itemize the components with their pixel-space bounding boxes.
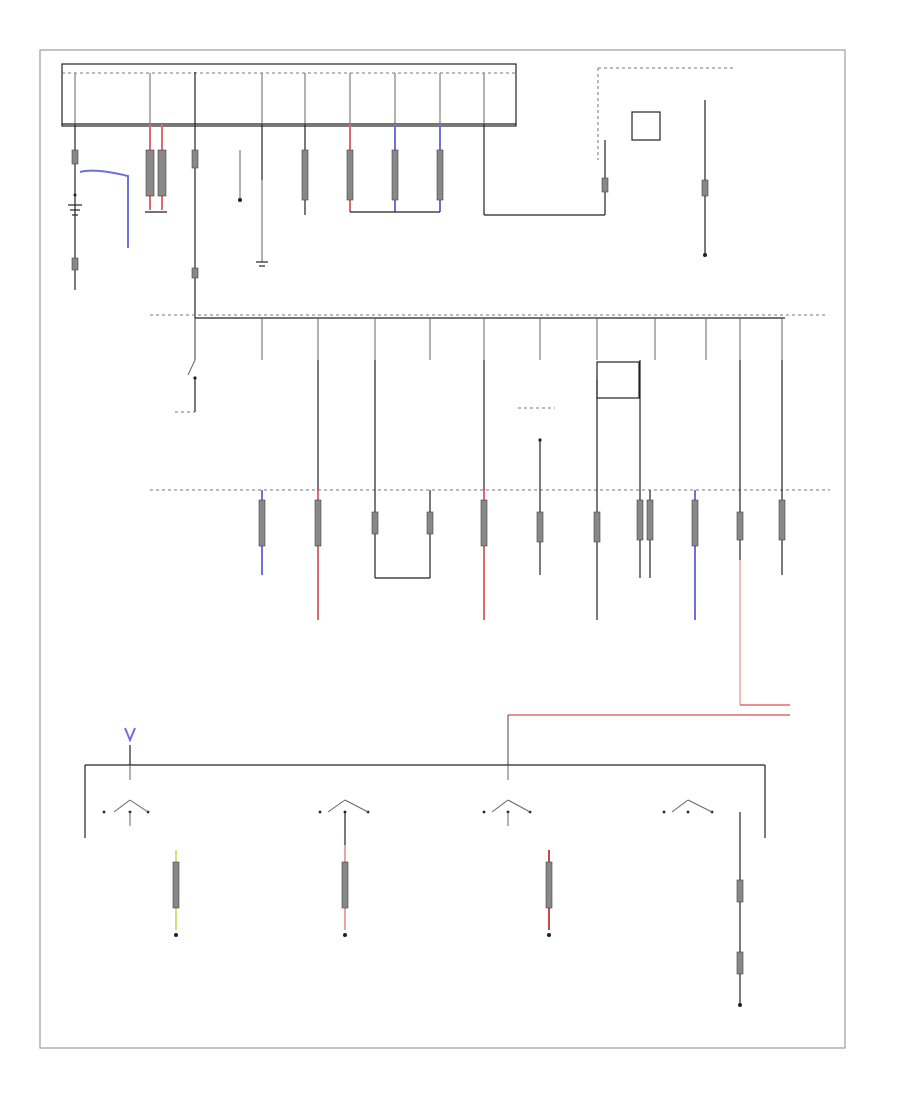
middle-bus	[150, 314, 825, 360]
right-link-box	[483, 67, 735, 216]
ignition-switch-left	[175, 359, 197, 413]
bottom-right-chain	[736, 879, 744, 1007]
red-return-line	[507, 560, 790, 765]
twin-red-feed	[145, 124, 167, 213]
lower-branches	[258, 360, 786, 620]
diagram-frame	[39, 49, 846, 1049]
tri-feed-group	[346, 124, 444, 213]
top-right-relay	[631, 100, 709, 257]
switch-unit-3	[482, 765, 532, 826]
battery-ground-branch	[68, 124, 129, 290]
switch-unit-2	[318, 799, 370, 845]
switch-unit-1	[102, 765, 150, 826]
top-fuse-block	[61, 63, 517, 127]
bottom-feeds	[172, 845, 553, 937]
middle-relays	[518, 361, 640, 442]
switch-unit-4	[662, 799, 741, 1005]
relay-subsection	[238, 124, 309, 267]
bottom-switch-row	[84, 727, 766, 838]
main-bus-vertical	[191, 72, 199, 360]
